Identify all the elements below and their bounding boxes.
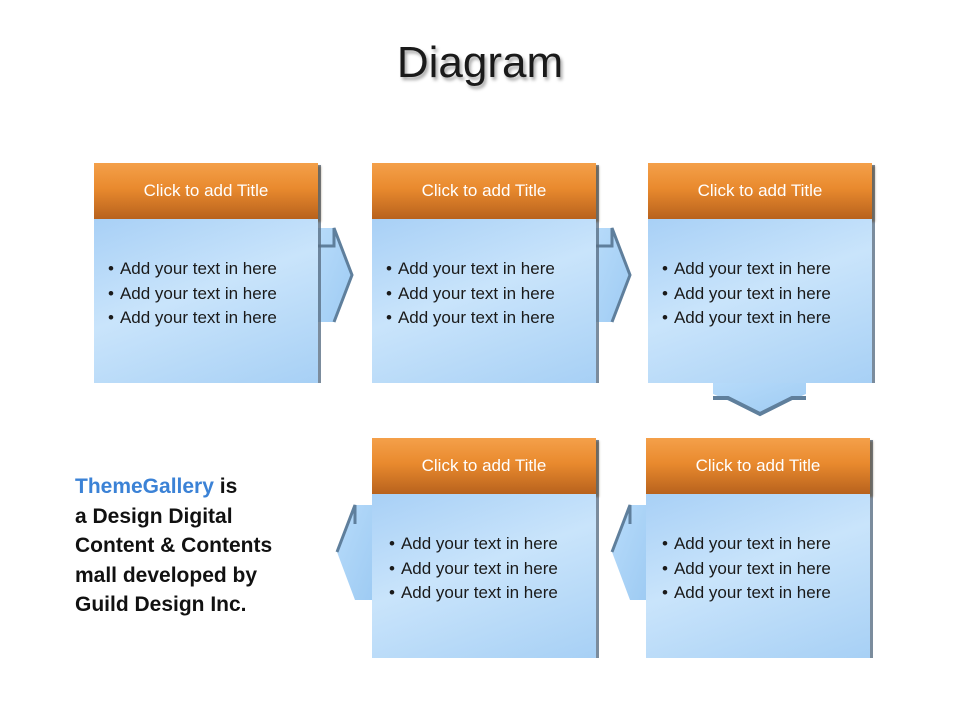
step-body-5[interactable]: Add your text in here Add your text in h… xyxy=(646,494,870,658)
theme-description: ThemeGallery is a Design Digital Content… xyxy=(75,472,325,620)
brand-name: ThemeGallery xyxy=(75,475,214,498)
bullet-item: Add your text in here xyxy=(386,257,555,282)
theme-line-2: a Design Digital xyxy=(75,504,233,528)
slide-title: Diagram xyxy=(396,38,564,87)
bullet-item: Add your text in here xyxy=(108,282,277,307)
step-body-3[interactable]: Add your text in here Add your text in h… xyxy=(648,219,872,383)
step-header-1[interactable]: Click to add Title xyxy=(94,163,318,219)
theme-line-3: Content & Contents xyxy=(75,534,273,557)
bullet-item: Add your text in here xyxy=(662,306,831,331)
bullet-item: Add your text in here xyxy=(662,532,831,557)
bullet-item: Add your text in here xyxy=(662,282,831,307)
step-box-3: Click to add Title Add your text in here… xyxy=(648,163,872,383)
step-box-1: Click to add Title Add your text in here… xyxy=(94,163,318,383)
theme-line-5: Guild Design Inc. xyxy=(75,593,247,616)
arrow-right-1 xyxy=(317,227,354,323)
step-header-2[interactable]: Click to add Title xyxy=(372,163,596,219)
bullet-item: Add your text in here xyxy=(386,282,555,307)
bullet-item: Add your text in here xyxy=(108,306,277,331)
bullet-item: Add your text in here xyxy=(389,581,558,606)
step-body-2[interactable]: Add your text in here Add your text in h… xyxy=(372,219,596,383)
brand-suffix: is xyxy=(213,475,238,498)
theme-line-1: ThemeGallery is xyxy=(75,472,325,502)
step-title[interactable]: Click to add Title xyxy=(695,456,821,475)
step-box-4: Click to add Title Add your text in here… xyxy=(372,438,596,658)
step-header-5[interactable]: Click to add Title xyxy=(646,438,870,494)
bullet-item: Add your text in here xyxy=(662,257,831,282)
bullet-item: Add your text in here xyxy=(389,532,558,557)
bullet-item: Add your text in here xyxy=(662,557,831,582)
bullet-item: Add your text in here xyxy=(662,581,831,606)
box-shadows xyxy=(317,165,875,658)
step-title[interactable]: Click to add Title xyxy=(421,181,547,200)
bullet-item: Add your text in here xyxy=(389,557,558,582)
step-box-2: Click to add Title Add your text in here… xyxy=(372,163,596,383)
step-header-3[interactable]: Click to add Title xyxy=(648,163,872,219)
step-box-5: Click to add Title Add your text in here… xyxy=(646,438,870,658)
step-title[interactable]: Click to add Title xyxy=(697,181,823,200)
bullet-item: Add your text in here xyxy=(108,257,277,282)
step-body-1[interactable]: Add your text in here Add your text in h… xyxy=(94,219,318,383)
bullet-item: Add your text in here xyxy=(386,306,555,331)
arrow-left-2 xyxy=(335,504,372,600)
arrow-down xyxy=(713,382,806,417)
theme-line-4: mall developed by xyxy=(75,563,258,587)
step-header-4[interactable]: Click to add Title xyxy=(372,438,596,494)
step-title[interactable]: Click to add Title xyxy=(143,181,269,200)
arrow-right-2 xyxy=(595,227,632,323)
arrow-left-1 xyxy=(610,504,646,600)
step-title[interactable]: Click to add Title xyxy=(421,456,547,475)
step-body-4[interactable]: Add your text in here Add your text in h… xyxy=(372,494,596,658)
